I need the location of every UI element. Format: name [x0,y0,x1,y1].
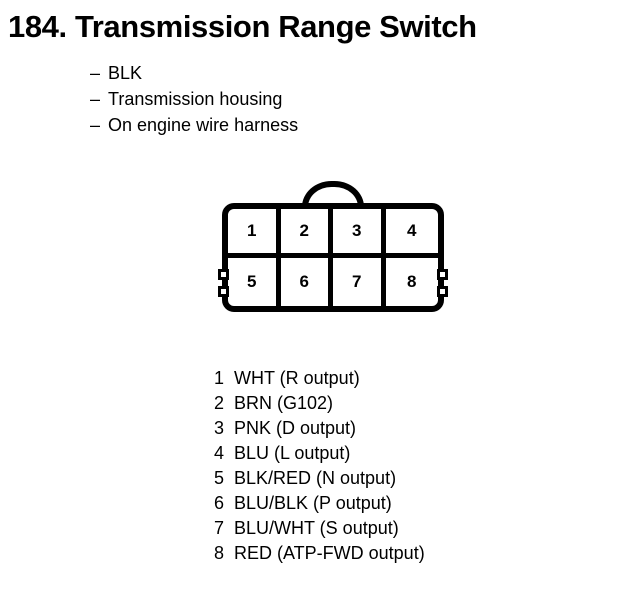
pin-cell-1: 1 [228,209,281,258]
legend-row: 6 BLU/BLK (P output) [214,491,425,516]
pin-cell-6: 6 [281,257,333,306]
dash-bullet-icon: – [90,115,101,135]
spec-list: – BLK – Transmission housing – On engine… [90,60,510,138]
pin-cell-5: 5 [228,257,281,306]
connector-tab-left-lower [218,286,229,297]
pin-cell-7: 7 [333,257,386,306]
legend-pin-number: 6 [214,493,225,513]
connector-tab-right-lower [437,286,448,297]
spec-item: – On engine wire harness [90,112,510,138]
pin-cell-8: 8 [407,271,417,291]
legend-pin-number: 4 [214,443,225,463]
legend-pin-number: 8 [214,543,225,563]
pin-cell-4: 4 [385,209,438,258]
connector-tab-right-upper [437,269,448,280]
legend-row: 1 WHT (R output) [214,366,425,391]
legend-pin-number: 1 [214,368,225,388]
pin-cell-2: 2 [280,209,333,258]
legend-row: 5 BLK/RED (N output) [214,466,425,491]
legend-pin-label: BRN (G102) [234,393,334,413]
legend-pin-label: BLU (L output) [234,443,351,463]
legend-row: 8 RED (ATP-FWD output) [214,541,425,566]
dash-bullet-icon: – [90,63,101,83]
legend-pin-number: 5 [214,468,225,488]
legend-row: 3 PNK (D output) [214,416,425,441]
spec-item-label: BLK [108,63,143,83]
legend-row: 4 BLU (L output) [214,441,425,466]
legend-pin-label: BLK/RED (N output) [234,468,397,488]
pin-cell-3: 3 [333,209,386,258]
spec-item: – Transmission housing [90,86,510,112]
legend-row: 7 BLU/WHT (S output) [214,516,425,541]
legend-pin-label: RED (ATP-FWD output) [234,543,425,563]
spec-item-label: On engine wire harness [108,115,299,135]
legend-pin-label: PNK (D output) [234,418,357,438]
connector-body: 1 2 3 4 5 6 7 8 [218,203,448,312]
legend-pin-number: 3 [214,418,225,438]
legend-pin-label: WHT (R output) [234,368,360,388]
page-title: 184. Transmission Range Switch [8,9,477,44]
dash-bullet-icon: – [90,89,101,109]
connector-tab-left-upper [218,269,229,280]
legend-pin-label: BLU/WHT (S output) [234,518,399,538]
spec-item-label: Transmission housing [108,89,283,109]
connector-diagram: 1 2 3 4 5 6 7 8 [218,181,448,312]
pin-legend: 1 WHT (R output) 2 BRN (G102) 3 PNK (D o… [214,366,425,566]
pin-grid: 1 2 3 4 5 6 7 8 [228,209,438,306]
legend-pin-number: 7 [214,518,225,538]
legend-pin-label: BLU/BLK (P output) [234,493,392,513]
legend-row: 2 BRN (G102) [214,391,425,416]
legend-pin-number: 2 [214,393,225,413]
spec-item: – BLK [90,60,510,86]
